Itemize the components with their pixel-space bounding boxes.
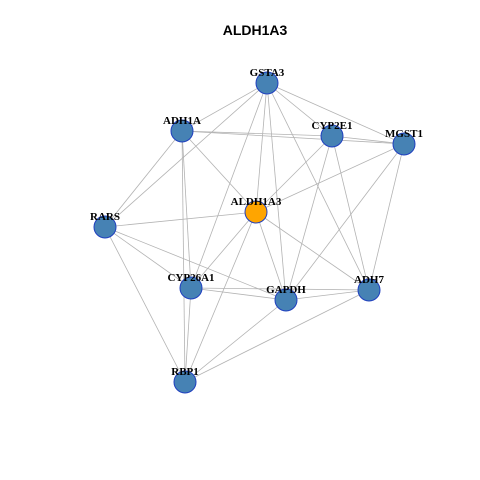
edge-gsta3-mgst1 [266,82,405,145]
node-gapdh[interactable] [274,288,298,312]
edge-aldh1a3-rbp1 [184,211,257,383]
edge-aldh1a3-cyp26a1 [190,211,257,289]
edge-gsta3-adh1a [181,82,268,132]
node-label-gapdh: GAPDH [266,284,306,296]
edge-gapdh-adh7 [285,289,370,301]
node-label-cyp26a1: CYP26A1 [167,272,214,284]
edge-cyp2e1-aldh1a3 [255,135,333,213]
node-label-aldh1a3: ALDH1A3 [231,196,282,208]
edge-gsta3-aldh1a3 [255,82,268,213]
edge-adh7-rbp1 [184,289,370,383]
edge-mgst1-gapdh [285,143,405,301]
node-rbp1[interactable] [173,370,197,394]
edge-adh1a-aldh1a3 [181,130,257,213]
node-label-gsta3: GSTA3 [250,67,285,79]
edge-cyp26a1-gapdh [190,287,287,301]
nodes-layer [93,71,416,394]
edge-cyp26a1-adh7 [190,287,370,291]
node-adh7[interactable] [357,278,381,302]
node-rars[interactable] [93,215,117,239]
edge-adh1a-cyp2e1 [181,130,333,137]
edge-cyp2e1-mgst1 [331,135,405,145]
edge-aldh1a3-adh7 [255,211,370,291]
node-adh1a[interactable] [170,119,194,143]
edge-adh1a-rars [104,130,183,228]
edge-adh1a-mgst1 [181,130,405,145]
node-label-mgst1: MGST1 [385,128,423,140]
edge-adh1a-rbp1 [181,130,186,383]
edge-mgst1-adh7 [368,143,405,291]
node-label-cyp2e1: CYP2E1 [312,120,353,132]
edges-layer [104,82,405,383]
node-cyp26a1[interactable] [179,276,203,300]
edge-gsta3-cyp2e1 [266,82,333,137]
edge-gapdh-rbp1 [184,299,287,383]
edge-rars-aldh1a3 [104,211,257,228]
node-label-rbp1: RBP1 [171,366,199,378]
edge-rars-cyp26a1 [104,226,192,289]
edge-gsta3-cyp26a1 [190,82,268,289]
edge-cyp26a1-rbp1 [184,287,192,383]
edge-adh1a-cyp26a1 [181,130,192,289]
edge-cyp2e1-adh7 [331,135,370,291]
node-aldh1a3[interactable] [244,200,268,224]
edge-cyp2e1-gapdh [285,135,333,301]
edge-mgst1-aldh1a3 [255,143,405,213]
edge-rars-rbp1 [104,226,186,383]
node-label-rars: RARS [90,211,120,223]
edge-gsta3-rars [104,82,268,228]
node-label-adh1a: ADH1A [163,115,201,127]
node-gsta3[interactable] [255,71,279,95]
edge-aldh1a3-gapdh [255,211,287,301]
edge-rars-gapdh [104,226,287,301]
diagram-title: ALDH1A3 [223,22,288,38]
node-cyp2e1[interactable] [320,124,344,148]
node-mgst1[interactable] [392,132,416,156]
node-label-adh7: ADH7 [354,274,384,286]
